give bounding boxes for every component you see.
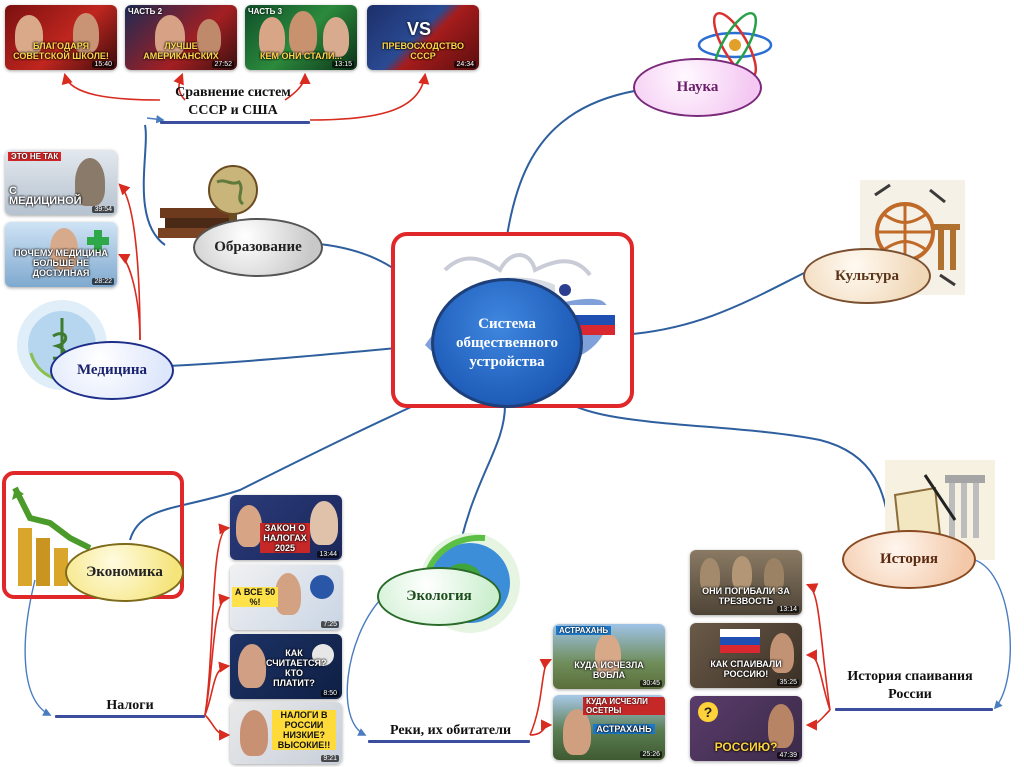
- person-figure: [770, 633, 794, 673]
- gold-coins-chart-icon: [12, 486, 92, 586]
- person-figure: [240, 710, 268, 756]
- arrow-history-his3: [805, 709, 831, 731]
- underline-compare: [160, 121, 310, 124]
- node-economy[interactable]: Экономика: [65, 543, 184, 602]
- node-ecology-label: Экология: [406, 588, 472, 604]
- label-compare: Сравнение систем СССР и США: [175, 85, 291, 118]
- arrow-medicine-med1: [118, 183, 141, 341]
- arrow-rivers-riv1: [529, 658, 553, 736]
- video-thumb-compare-4[interactable]: VS Превосходство СССР 24:34: [367, 5, 479, 70]
- video-thumb-medicine-2[interactable]: Почему медицина больше не доступная 28:2…: [5, 222, 117, 287]
- link-center-economy: [129, 384, 461, 541]
- video-thumb-history-1[interactable]: Они погибали за трезвость 13:14: [690, 550, 802, 615]
- link-center-medicine: [167, 344, 431, 367]
- video-thumb-taxes-1[interactable]: Закон о налогах 2025 13:44: [230, 495, 342, 560]
- person-figure: [700, 558, 720, 592]
- node-history[interactable]: История: [842, 530, 976, 589]
- question-mark-icon: ?: [698, 702, 718, 722]
- underline-rivers: [368, 740, 530, 743]
- person-figure: [275, 573, 301, 615]
- video-thumb-taxes-3[interactable]: Как считается? Кто платит? 8:50: [230, 634, 342, 699]
- arrow-taxes-tax3: [204, 661, 231, 716]
- arrow-rivers-riv2: [529, 719, 553, 736]
- arrow-history-his1: [805, 583, 831, 711]
- node-medicine-label: Медицина: [76, 362, 148, 378]
- link-history-sub: [974, 559, 1011, 710]
- video-thumb-rivers-2[interactable]: Куда исчезли осетры Астрахань 25:26: [553, 695, 665, 760]
- video-thumb-history-2[interactable]: Как спаивали Россию! 35:25: [690, 623, 802, 688]
- person-figure: [732, 556, 752, 590]
- arrow-compare-top4: [309, 72, 430, 121]
- label-history-sub: История спаивания России: [847, 669, 973, 702]
- person-figure: [768, 704, 794, 748]
- label-rivers: Реки, их обитатели: [389, 723, 512, 738]
- person-figure: [310, 501, 338, 545]
- arrow-medicine-med2: [117, 253, 141, 341]
- node-history-label: История: [879, 551, 939, 567]
- video-thumb-compare-1[interactable]: Благодаря советской школе! 15:40: [5, 5, 117, 70]
- person-figure: [238, 644, 266, 688]
- video-thumb-compare-3[interactable]: Часть 3 Кем они стали... 13:15: [245, 5, 357, 70]
- person-figure: [595, 634, 621, 676]
- video-thumb-rivers-1[interactable]: Астрахань Куда исчезла вобла 30:45: [553, 624, 665, 689]
- link-center-culture: [619, 269, 811, 336]
- arrow-taxes-tax4: [204, 714, 231, 741]
- person-figure: [73, 13, 99, 53]
- video-thumb-taxes-4[interactable]: Налоги в России низкие? Высокие!! 9:21: [230, 702, 342, 764]
- link-center-history: [554, 384, 891, 531]
- node-culture[interactable]: Культура: [803, 248, 931, 304]
- tax-emblem-icon: [310, 575, 334, 599]
- person-figure: [259, 17, 285, 57]
- plus-cross-icon: [87, 230, 109, 252]
- flag-icon: [720, 629, 760, 653]
- node-ecology[interactable]: Экология: [377, 567, 501, 626]
- person-figure: [323, 17, 349, 57]
- node-education[interactable]: Образование: [193, 218, 323, 277]
- arrow-compare-top2: [173, 72, 186, 101]
- person-figure: [563, 709, 591, 755]
- person-figure: [50, 228, 78, 270]
- person-figure: [15, 15, 43, 55]
- video-thumb-taxes-2[interactable]: А все 50 %! 7:25: [230, 565, 342, 630]
- link-economy-taxes: [24, 579, 52, 716]
- person-figure: [75, 158, 105, 206]
- person-figure: [155, 15, 185, 57]
- center-node[interactable]: Система общественного устройства: [431, 278, 583, 408]
- center-node-label: Система общественного устройства: [455, 315, 558, 370]
- video-thumb-history-3[interactable]: ? Россию? 47:39: [690, 696, 802, 761]
- arrow-history-his2: [805, 649, 831, 711]
- video-thumb-compare-2[interactable]: Часть 2 Лучше американских 27:52: [125, 5, 237, 70]
- node-medicine[interactable]: Медицина: [50, 341, 174, 400]
- link-education-compare: [142, 124, 166, 246]
- label-taxes: Налоги: [106, 698, 154, 713]
- tax-emblem-icon: [312, 644, 334, 666]
- node-science-label: Наука: [676, 79, 719, 95]
- node-culture-label: Культура: [835, 267, 899, 284]
- underline-taxes: [55, 715, 205, 718]
- arrow-compare-top1: [61, 72, 161, 101]
- person-figure: [236, 505, 262, 547]
- arrow-compare-top3: [284, 72, 311, 101]
- person-figure: [764, 558, 784, 592]
- video-thumb-medicine-1[interactable]: Это не так с медициной 39:54: [5, 150, 117, 215]
- versus-icon: VS: [407, 19, 432, 39]
- node-economy-label: Экономика: [86, 564, 163, 580]
- underline-history-sub: [835, 708, 993, 711]
- node-education-label: Образование: [214, 239, 302, 255]
- person-figure: [289, 11, 317, 55]
- person-figure: [197, 19, 221, 55]
- arrow-taxes-tax2: [204, 593, 231, 716]
- link-ecology-rivers: [346, 599, 381, 736]
- node-science[interactable]: Наука: [633, 58, 762, 117]
